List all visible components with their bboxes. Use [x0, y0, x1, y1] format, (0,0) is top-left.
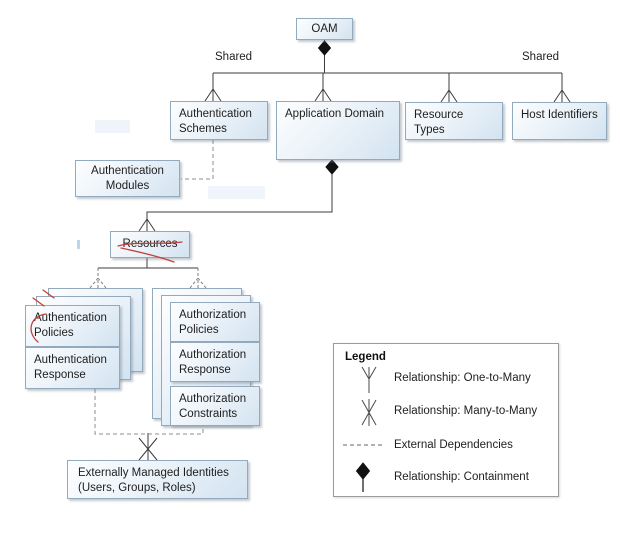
node-authorization-constraints: Authorization Constraints — [170, 386, 260, 426]
shared-label-right: Shared — [522, 51, 560, 63]
node-application-domain: Application Domain — [276, 101, 400, 160]
node-host-identifiers: Host Identifiers — [512, 102, 607, 140]
node-resource-types: Resource Types — [405, 102, 503, 140]
many-to-many-icon — [361, 399, 377, 426]
containment-connector-app-domain — [138, 160, 333, 232]
one-to-many-crowfoot-resource-types — [440, 73, 458, 103]
identities-line1: Externally Managed Identities — [78, 467, 229, 479]
one-to-many-crowfoot-auth-schemes — [204, 73, 222, 102]
legend-item-label: External Dependencies — [394, 439, 513, 451]
node-authorization-response: Authorization Response — [170, 342, 260, 382]
node-authentication-schemes: Authentication Schemes — [170, 101, 268, 140]
one-to-many-crowfoot-app-domain — [314, 73, 332, 102]
containment-diamond-app-domain — [325, 159, 339, 175]
one-to-many-crowfoot-authz-stack — [189, 268, 207, 289]
shared-label-left: Shared — [215, 51, 253, 63]
one-to-many-crowfoot-host-identifiers — [553, 73, 571, 103]
one-to-many-crowfoot-authn-stack — [89, 268, 107, 289]
external-dependency-identities — [94, 389, 204, 435]
node-externally-managed-identities: Externally Managed Identities (Users, Gr… — [67, 460, 248, 499]
node-authentication-modules: Authentication Modules — [75, 160, 180, 197]
legend-box: Legend Relationship: One-to-Many Relatio… — [333, 343, 559, 497]
ghost-artifact — [77, 240, 80, 249]
legend-item-label: Relationship: Containment — [394, 471, 529, 483]
node-authorization-policies: Authorization Policies — [170, 302, 260, 342]
node-authentication-policies: Authentication Policies — [25, 305, 120, 347]
many-to-many-connector-identities — [138, 433, 158, 461]
legend-symbols — [343, 366, 385, 492]
resources-branch-line — [98, 258, 198, 269]
one-to-many-icon — [361, 366, 377, 393]
node-resources: Resources — [110, 231, 190, 258]
containment-diamond-oam — [317, 40, 332, 56]
ghost-artifact — [208, 186, 265, 199]
node-authentication-response: Authentication Response — [25, 347, 120, 389]
legend-item-label: Relationship: Many-to-Many — [394, 405, 538, 417]
node-oam: OAM — [296, 18, 353, 40]
legend-title: Legend — [345, 351, 386, 363]
ghost-artifact — [95, 120, 130, 133]
identities-line2: (Users, Groups, Roles) — [78, 481, 196, 494]
legend-item-label: Relationship: One-to-Many — [394, 372, 531, 384]
containment-icon — [355, 462, 371, 492]
external-dependency-auth-modules — [181, 140, 214, 180]
